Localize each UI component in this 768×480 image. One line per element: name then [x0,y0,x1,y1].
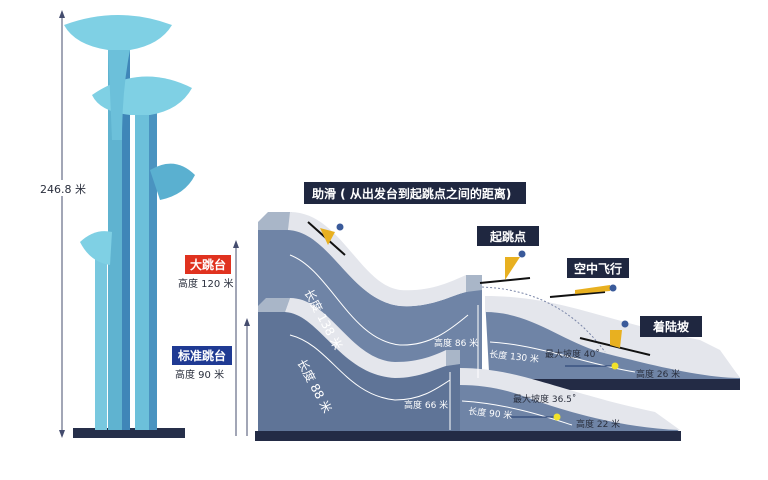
flight-label: 空中飞行 [574,261,622,276]
normal-hill-height: 高度 90 米 [175,368,224,381]
large-landing-arrow [489,341,636,373]
skier-flight [549,284,617,298]
large-hill-badge [185,255,231,274]
skier-takeoff [479,250,531,284]
large-k-point [611,362,619,370]
landing-label: 着陆坡 [652,319,690,334]
flight-trajectory [481,286,606,353]
normal-hill-badge [172,346,232,365]
normal-landing-arrow [461,400,573,426]
large-max-slope: 最大坡度 40˚ [545,348,600,360]
large-inrun-arrow [289,254,469,346]
large-takeoff-height: 高度 86 米 [434,337,478,349]
normal-inrun-arrow [289,334,451,401]
normal-hill-name: 标准跳台 [177,348,226,363]
large-hill-name: 大跳台 [190,257,226,272]
normal-k-point [553,413,561,421]
normal-landing-height: 高度 22 米 [576,418,620,430]
normal-hill-inrun [258,298,460,432]
skier-inrun [307,221,346,256]
normal-takeoff-height: 高度 66 米 [404,399,448,411]
landing-label-box [640,316,702,337]
inrun-label-box [304,182,526,204]
inrun-label: 助滑 ( 从出发台到起跳点之间的距离) [312,186,511,201]
tower-height-label: 246.8 米 [40,183,86,196]
olympic-tower-illustration [64,15,195,438]
normal-max-slope: 最大坡度 36.5˚ [513,393,576,405]
large-landing-height: 高度 26 米 [636,368,680,380]
ground-base [255,431,681,441]
flight-label-box [567,258,629,278]
skier-landing [579,320,651,356]
takeoff-label-box [477,226,539,246]
large-hill-height: 高度 120 米 [178,277,233,290]
takeoff-label: 起跳点 [489,229,526,244]
